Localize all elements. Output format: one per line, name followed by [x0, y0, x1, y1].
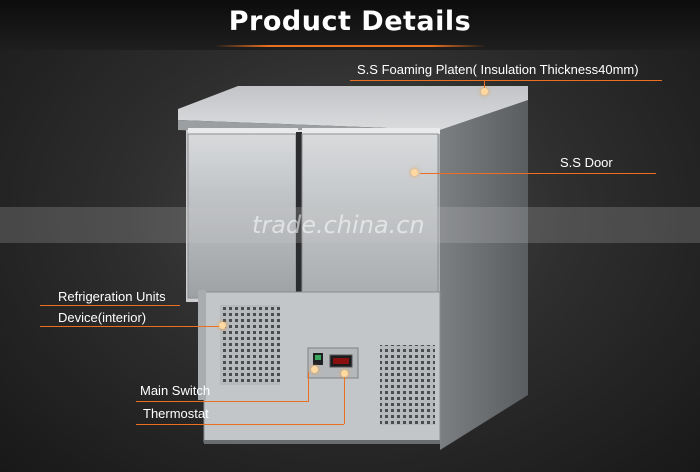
thermostat-callout-dot [341, 370, 348, 377]
refrigeration-callout-label-1: Refrigeration Units [58, 289, 166, 304]
refrigeration-callout-line [40, 326, 222, 327]
platen-callout-line [350, 80, 662, 81]
thermostat-callout-line [136, 424, 344, 425]
thermostat-callout-label: Thermostat [143, 406, 209, 421]
main-switch-callout-line [136, 401, 308, 402]
main-switch-callout-dot [311, 366, 318, 373]
main-switch-callout-label: Main Switch [140, 383, 211, 398]
page-title: Product Details [228, 6, 472, 37]
door-callout-dot [411, 169, 418, 176]
door-gap [296, 132, 302, 302]
right-vent-grill [380, 345, 435, 425]
header-bar [0, 0, 700, 50]
watermark: trade.china.cn [252, 211, 425, 239]
left-vent-grill [220, 305, 280, 385]
door-callout-label: S.S Door [560, 155, 613, 170]
title-underline [214, 45, 486, 47]
refrigeration-callout-dot [219, 322, 226, 329]
door-callout-line [420, 173, 656, 174]
worktop [178, 86, 528, 130]
watermark-band [0, 207, 700, 243]
platen-callout-dot [481, 88, 488, 95]
platen-callout-label: S.S Foaming Platen( Insulation Thickness… [357, 62, 639, 77]
refrigeration-callout-label-2: Device(interior) [58, 310, 147, 325]
cabinet-side [440, 100, 528, 450]
